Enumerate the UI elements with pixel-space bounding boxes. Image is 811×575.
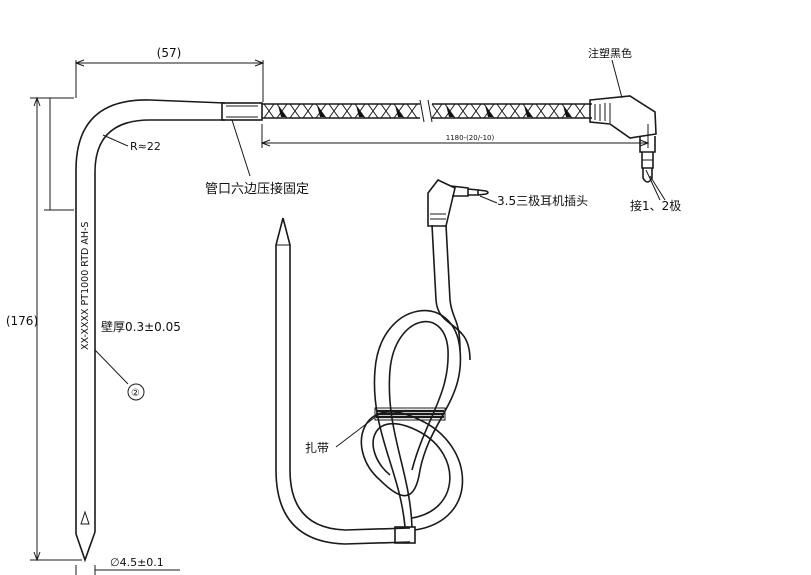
height-dimension-label: (176) (6, 314, 38, 328)
probe-marking: XX-XXXX PT1000 RTD AH-S (80, 222, 91, 350)
braid-cross (535, 103, 547, 119)
braid-fill (524, 105, 532, 117)
tie-leader (335, 414, 379, 448)
straight-plug (427, 179, 489, 227)
crimp-sleeve (221, 102, 263, 121)
braid-cross (263, 103, 275, 119)
braid-fill (563, 105, 571, 117)
braid-fill (317, 105, 325, 117)
braid-cross (509, 103, 521, 119)
molding-color-label: 注塑黑色 (588, 46, 632, 60)
braid-cross (496, 103, 508, 119)
braid-cross (574, 103, 586, 119)
crimp-leader (231, 119, 251, 177)
contact-leader-2 (649, 175, 666, 201)
braid-cross (289, 103, 301, 119)
radius-leader (102, 134, 129, 147)
braid-cross (431, 103, 443, 119)
braid-cross (548, 103, 560, 119)
item-leader (94, 349, 129, 385)
braided-cable (262, 99, 592, 123)
coiled-cable (360, 224, 471, 544)
contact-leader-1 (645, 169, 661, 201)
braid-fill (395, 105, 403, 117)
braid-fill (278, 105, 286, 117)
braid-cross (470, 103, 482, 119)
braid-cross (367, 103, 379, 119)
braid-fill (446, 105, 454, 117)
width-dimension-label: (57) (157, 46, 182, 60)
braid-fill (485, 105, 493, 117)
plug-type-label: 3.5三极耳机插头 (497, 194, 588, 208)
probe-tube (75, 99, 226, 563)
braid-cross (328, 103, 340, 119)
right-angle-plug (589, 95, 657, 183)
dimension-width (74, 59, 265, 102)
item-circle (127, 383, 145, 401)
bend-radius-label: R≈22 (130, 140, 161, 153)
dimension-height (30, 96, 82, 562)
plug-leader (479, 195, 498, 204)
braid-fill (356, 105, 364, 117)
braid-cross (457, 103, 469, 119)
molding-leader (611, 59, 623, 99)
braid-cross (380, 103, 392, 119)
cable-length-label: 1180-(20/-10) (446, 134, 495, 142)
cable-tie-label: 扎带 (305, 441, 329, 455)
dimension-cable-length (260, 124, 650, 148)
braid-pattern (263, 103, 586, 119)
diameter-label: ∅4.5±0.1 (110, 556, 164, 569)
braid-cross (406, 103, 418, 119)
probe-side-view (275, 217, 411, 545)
hex-crimp-label: 管口六边压接固定 (205, 181, 309, 197)
braid-cross (341, 103, 353, 119)
braid-cross (302, 103, 314, 119)
contacts-label: 接1、2极 (630, 198, 681, 213)
item-number-label: ② (131, 388, 140, 399)
wall-thickness-label: 壁厚0.3±0.05 (101, 319, 181, 334)
